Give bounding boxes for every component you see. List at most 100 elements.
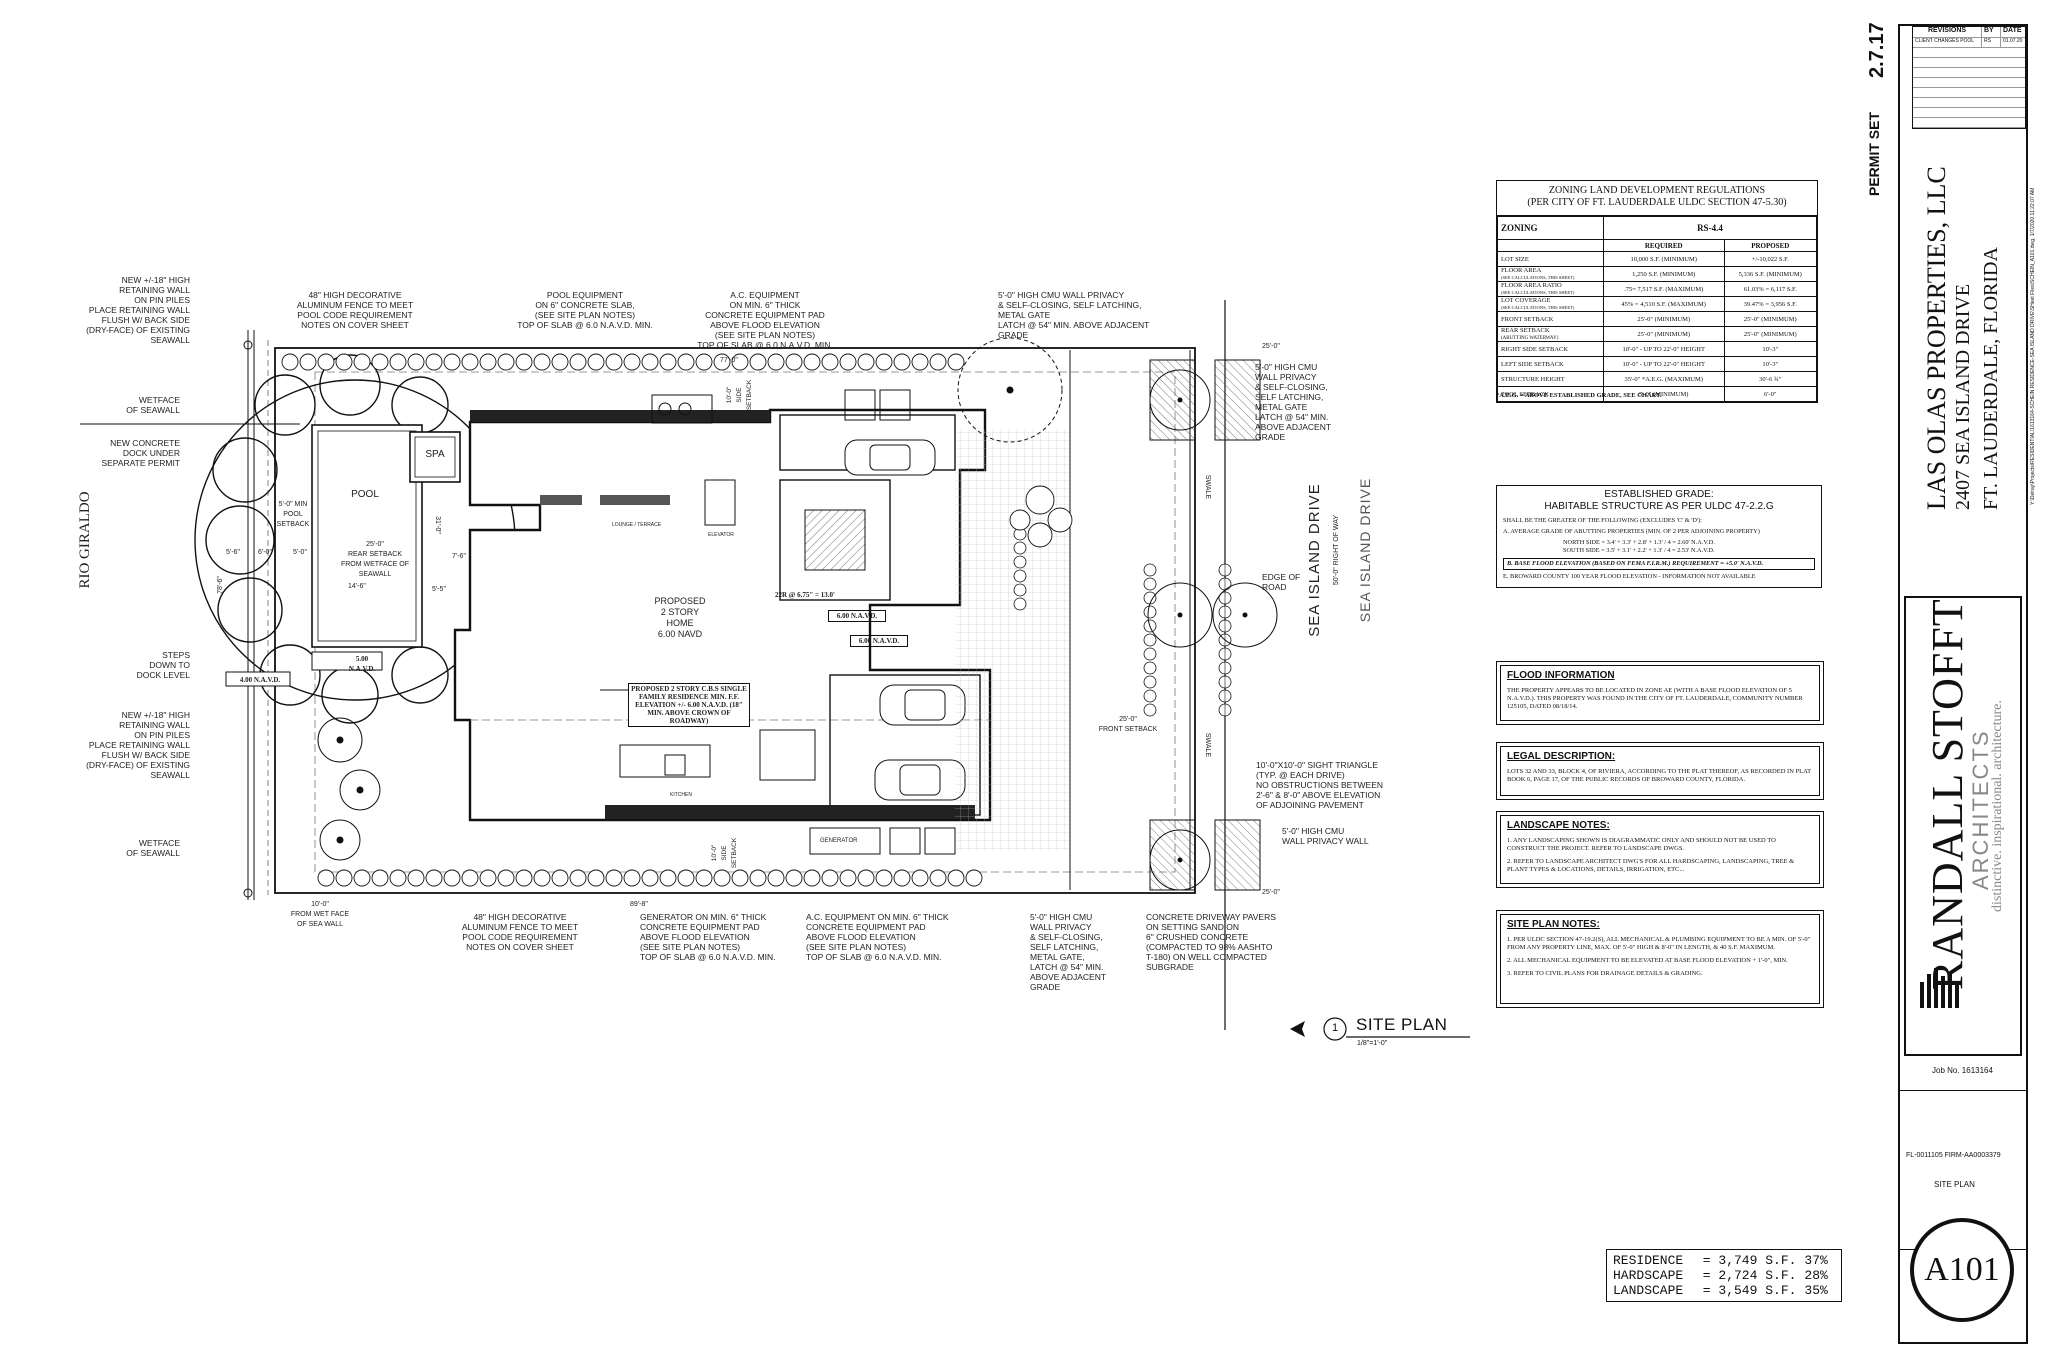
site-notes-title: SITE PLAN NOTES: [1507,919,1600,930]
pool-equipment-note: POOL EQUIPMENT ON 6" CONCRETE SLAB, (SEE… [517,290,653,330]
zoning-label: ZONING [1497,216,1604,240]
north-arrow-icon [1290,1017,1470,1041]
area-row: LANDSCAPE = 3,549 S.F.35% [1613,1283,1828,1298]
drawing-title: SITE PLAN [1356,1015,1448,1034]
swale-label: SWALE [1204,474,1212,500]
site-note: 3. REFER TO CIVIL PLANS FOR DRAINAGE DET… [1507,970,1703,977]
grade-south: SOUTH SIDE = 3.5' + 3.1' + 2.2' + 1.3' /… [1563,547,1715,554]
legal-title: LEGAL DESCRIPTION: [1507,751,1616,762]
flood-text: THE PROPERTY APPEARS TO BE LOCATED IN ZO… [1507,687,1803,710]
cmu-wall-note: 5'-0" HIGH CMU WALL PRIVACY & SELF-CLOSI… [1255,362,1332,442]
landscape-note: 1. ANY LANDSCAPING SHOWN IS DIAGRAMMATIC… [1507,837,1776,852]
site-note: 2. ALL MECHANICAL EQUIPMENT TO BE ELEVAT… [1507,957,1788,964]
landscape-note: 2. REFER TO LANDSCAPE ARCHITECT DWG's FO… [1507,858,1795,873]
hedge-row-top [281,353,965,371]
dimension-label: 77'-0" [720,357,738,364]
area-summary: RESIDENCE = 3,749 S.F.37% HARDSCAPE = 2,… [1606,1249,1842,1302]
grade-item-e: E. BROWARD COUNTY 100 YEAR FLOOD ELEVATI… [1503,573,1756,580]
title-block [1898,24,2028,1344]
dimension-label: 7'-6" [452,553,466,560]
zoning-title: ZONING LAND DEVELOPMENT REGULATIONS (PER… [1497,181,1817,216]
house-footprint [453,408,992,822]
generator-note: GENERATOR ON MIN. 6" THICK CONCRETE EQUI… [640,912,776,962]
site-plan-notes-box: SITE PLAN NOTES: 1. PER ULDC SECTION 47-… [1496,910,1824,1008]
legal-description-box: LEGAL DESCRIPTION: LOTS 32 AND 33, BLOCK… [1496,742,1824,800]
swale-label: SWALE [1204,732,1212,758]
client-name: LAS OLAS PROPERTIES, LLC [1922,166,1951,510]
retaining-wall-note: NEW +/-18" HIGH RETAINING WALL ON PIN PI… [86,275,190,345]
elevation-tag: 6.00 N.A.V.D. [828,610,886,622]
zoning-footnote: *A.E.G. = ABOVE ESTABLISHED GRADE, SEE C… [1496,392,1662,399]
permit-date: 2.7.17 [1866,22,1888,78]
street-sublabel: SEA ISLAND DRIVE [1357,477,1373,623]
tree-icon [317,337,1278,891]
dimension-label: 78'-6" [216,576,224,594]
palm-icon [1009,485,1073,548]
area-row: HARDSCAPE = 2,724 S.F.28% [1613,1268,1828,1283]
pavers-note: CONCRETE DRIVEWAY PAVERS ON SETTING SAND… [1146,912,1276,972]
sheet-number: A101 [1914,1222,2010,1318]
elevation-tag: 5.00 N.A.V.D. [348,655,376,673]
elevator-label: ELEVATOR [708,532,734,538]
blank-cell [1497,239,1604,252]
dimension-label: 5'-5" [432,586,446,593]
cmu-privacy-note: 5'-0" HIGH CMU WALL PRIVACY WALL [1282,826,1369,846]
dimension-label: 25'-0" [1262,889,1280,896]
dimension-label: 25'-0" [1262,343,1280,350]
table-row: FLOOR AREA(SEE CALCULATIONS, THIS SHEET)… [1497,266,1817,282]
grade-item-a: A. AVERAGE GRADE OF ABUTTING PROPERTIES … [1503,528,1760,535]
elevation-tag: 6.00 N.A.V.D. [850,635,908,647]
established-grade-box: ESTABLISHED GRADE: HABITABLE STRUCTURE A… [1496,485,1822,588]
firm-logo-icon [1920,968,1959,1008]
ac-equipment-note: A.C. EQUIPMENT ON MIN. 6" THICK CONCRETE… [806,912,949,962]
firm-panel [1904,596,2022,1056]
generator-label: GENERATOR [820,838,858,844]
kitchen-label: KITCHEN [670,792,692,798]
wetface-note: WETFACE OF SEAWALL [126,838,180,858]
grade-item-b: B. BASE FLOOD ELEVATION (BASED ON FEMA F… [1503,558,1815,570]
hedge-row-bottom [317,869,983,887]
cmu-wall-note: 5'-0" HIGH CMU WALL PRIVACY & SELF-CLOSI… [998,290,1150,340]
lounge-label: LOUNGE / TERRACE [612,522,662,528]
flood-info-box: FLOOD INFORMATION THE PROPERTY APPEARS T… [1496,661,1824,725]
col-proposed: PROPOSED [1723,239,1817,252]
table-row: LOT COVERAGE(SEE CALCULATIONS, THIS SHEE… [1497,296,1817,312]
home-label: PROPOSED 2 STORY HOME 6.00 NAVD [654,596,706,639]
spa-label: SPA [425,449,445,460]
project-address-1: 2407 SEA ISLAND DRIVE [1952,283,1974,510]
dimension-label: 6'-0" [258,549,272,556]
project-address-2: FT. LAUDERDALE, FLORIDA [1980,247,2002,510]
col-required: REQUIRED [1602,239,1725,252]
landscape-title: LANDSCAPE NOTES: [1507,820,1610,831]
dimension-label: 14'-6" [348,583,366,590]
grade-north: NORTH SIDE = 3.4' + 3.3' + 2.8' + 1.3' /… [1563,539,1715,546]
area-row: RESIDENCE = 3,749 S.F.37% [1613,1253,1828,1268]
sheet-number-badge: A101 [1910,1218,2014,1322]
sight-triangle-note: 10'-0"x10'-0" SIGHT TRIANGLE (TYP. @ EAC… [1256,760,1384,810]
table-row: REAR SETBACK(ABUTTING WATERWAY)25'-0" (M… [1497,326,1817,342]
fence-note: 48" HIGH DECORATIVE ALUMINUM FENCE TO ME… [461,912,579,952]
elevation-tag: 4.00 N.A.V.D. [239,676,281,684]
front-setback-label: 25'-0" FRONT SETBACK [1098,716,1158,733]
file-path: Y:\Delray\Projects\RESIDENTIAL\1613164-S… [2030,187,2036,505]
job-number: Job No. 1613164 [1932,1066,1993,1075]
grade-intro: SHALL BE THE GREATER OF THE FOLLOWING (E… [1503,517,1702,524]
wetface-note: WETFACE OF SEAWALL [126,395,180,415]
street-label: SEA ISLAND DRIVE [1306,483,1323,637]
ac-equipment-note: A.C. EQUIPMENT ON MIN. 6" THICK CONCRETE… [697,290,833,350]
stair-label: 22R @ 6.75" = 13.0' [775,591,835,599]
side-setback-label: 10'-0" SIDE SETBACK [726,379,753,411]
landscape-notes-box: LANDSCAPE NOTES: 1. ANY LANDSCAPING SHOW… [1496,811,1824,888]
license-number: FL-0011105 FIRM-AA0003379 [1906,1152,2001,1159]
table-row: FLOOR AREA RATIO(SEE CALCULATIONS, THIS … [1497,281,1817,297]
sheet-title: SITE PLAN [1934,1180,1975,1189]
drawing-number: 1 [1331,1022,1339,1034]
dimension-label: 10'-0" FROM WET FACE OF SEA WALL [290,901,350,928]
grade-title: ESTABLISHED GRADE: HABITABLE STRUCTURE A… [1544,489,1774,512]
retaining-wall-note: NEW +/-18" HIGH RETAINING WALL ON PIN PI… [86,710,190,780]
